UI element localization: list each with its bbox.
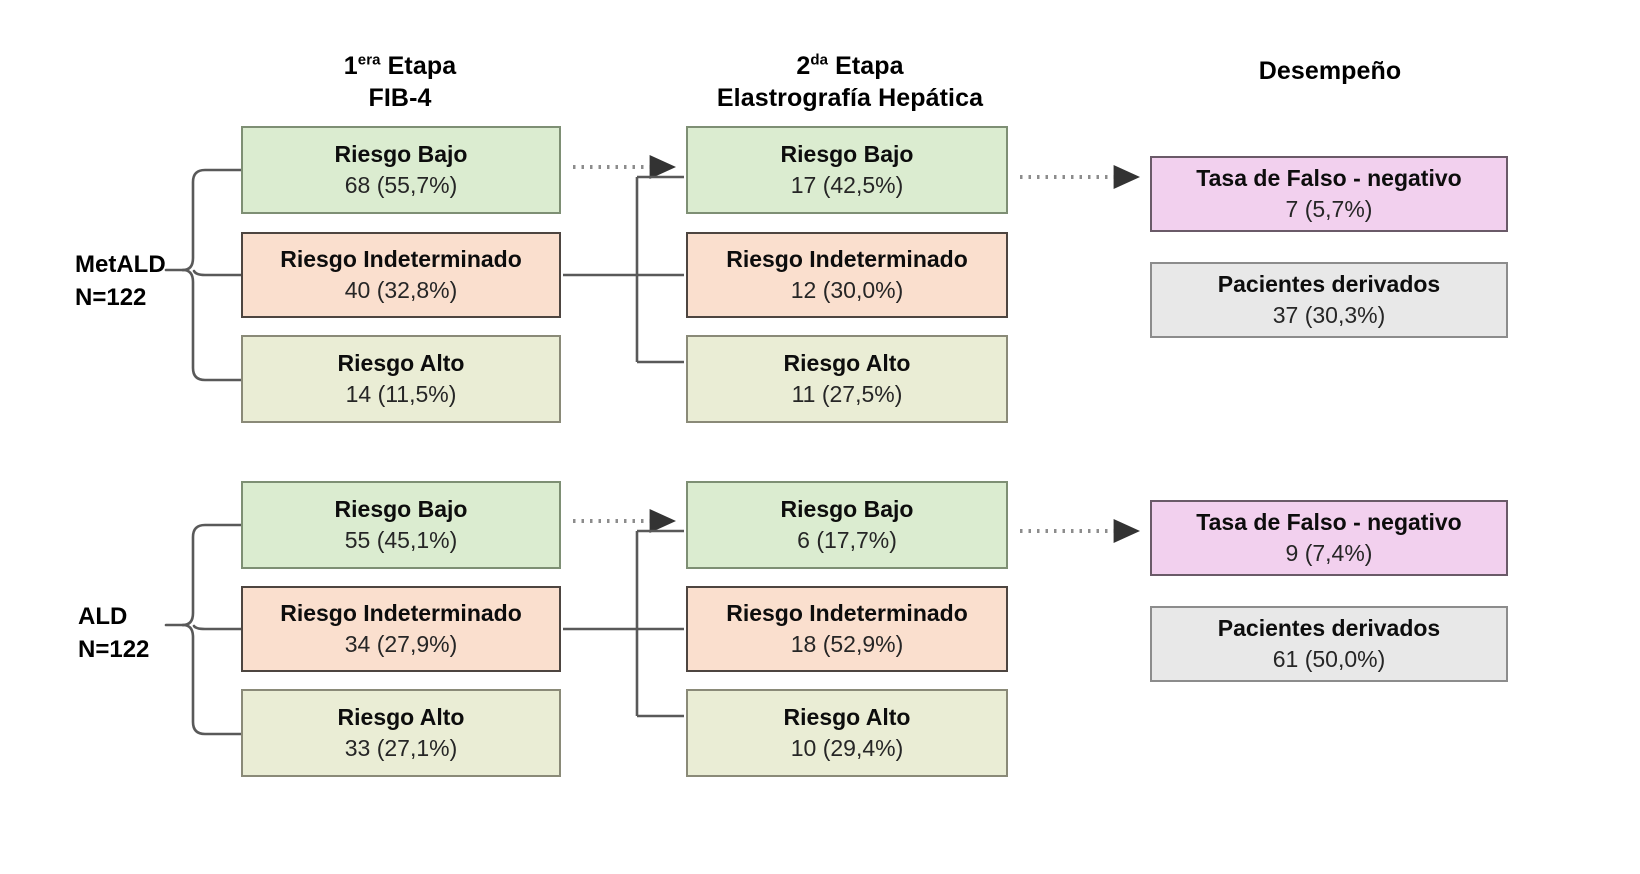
- group-metald-count: N=122: [75, 284, 147, 312]
- box-value: 55 (45,1%): [344, 527, 458, 554]
- box-title: Pacientes derivados: [1217, 270, 1441, 297]
- box-value: 7 (5,7%): [1285, 196, 1373, 223]
- box-ald-stage1-riesgo-alto[interactable]: Riesgo Alto 33 (27,1%): [241, 689, 561, 777]
- box-value: 61 (50,0%): [1272, 646, 1386, 673]
- column-header-stage1: 1era Etapa FIB-4: [180, 50, 620, 114]
- box-metald-stage1-riesgo-alto[interactable]: Riesgo Alto 14 (11,5%): [241, 335, 561, 423]
- box-title: Tasa de Falso - negativo: [1196, 164, 1462, 191]
- box-title: Pacientes derivados: [1217, 614, 1441, 641]
- group-label-ald: ALD N=122: [78, 600, 149, 666]
- box-ald-stage2-riesgo-alto[interactable]: Riesgo Alto 10 (29,4%): [686, 689, 1008, 777]
- box-title: Riesgo Alto: [337, 349, 465, 376]
- box-title: Riesgo Bajo: [780, 495, 914, 522]
- split-metald-indeterminado: [563, 175, 684, 364]
- box-value: 11 (27,5%): [791, 381, 903, 408]
- box-title: Riesgo Alto: [337, 703, 465, 730]
- box-value: 33 (27,1%): [344, 735, 458, 762]
- group-ald-count: N=122: [78, 636, 150, 664]
- box-ald-stage1-riesgo-indeterminado[interactable]: Riesgo Indeterminado 34 (27,9%): [241, 586, 561, 672]
- box-title: Riesgo Indeterminado: [726, 599, 968, 626]
- group-ald-name: ALD: [78, 603, 128, 630]
- box-title: Riesgo Bajo: [780, 140, 914, 167]
- box-title: Tasa de Falso - negativo: [1196, 508, 1462, 535]
- box-metald-tasa-falso-negativo[interactable]: Tasa de Falso - negativo 7 (5,7%): [1150, 156, 1508, 232]
- box-value: 37 (30,3%): [1272, 302, 1386, 329]
- brace-metald: [164, 168, 243, 382]
- box-value: 40 (32,8%): [344, 277, 458, 304]
- box-ald-tasa-falso-negativo[interactable]: Tasa de Falso - negativo 9 (7,4%): [1150, 500, 1508, 576]
- box-metald-stage1-riesgo-bajo[interactable]: Riesgo Bajo 68 (55,7%): [241, 126, 561, 214]
- header-stage2-line1: 2da Etapa: [796, 51, 904, 80]
- box-metald-stage2-riesgo-alto[interactable]: Riesgo Alto 11 (27,5%): [686, 335, 1008, 423]
- box-value: 14 (11,5%): [345, 381, 457, 408]
- box-metald-stage1-riesgo-indeterminado[interactable]: Riesgo Indeterminado 40 (32,8%): [241, 232, 561, 318]
- box-title: Riesgo Alto: [783, 703, 911, 730]
- box-metald-pacientes-derivados[interactable]: Pacientes derivados 37 (30,3%): [1150, 262, 1508, 338]
- box-title: Riesgo Indeterminado: [280, 245, 522, 272]
- box-value: 68 (55,7%): [344, 172, 458, 199]
- box-metald-stage2-riesgo-indeterminado[interactable]: Riesgo Indeterminado 12 (30,0%): [686, 232, 1008, 318]
- box-value: 10 (29,4%): [790, 735, 904, 762]
- box-value: 12 (30,0%): [790, 277, 904, 304]
- box-title: Riesgo Indeterminado: [280, 599, 522, 626]
- box-value: 18 (52,9%): [790, 631, 904, 658]
- box-value: 6 (17,7%): [797, 527, 897, 554]
- box-metald-stage2-riesgo-bajo[interactable]: Riesgo Bajo 17 (42,5%): [686, 126, 1008, 214]
- box-title: Riesgo Alto: [783, 349, 911, 376]
- box-value: 34 (27,9%): [344, 631, 458, 658]
- box-title: Riesgo Bajo: [334, 140, 468, 167]
- box-ald-stage1-riesgo-bajo[interactable]: Riesgo Bajo 55 (45,1%): [241, 481, 561, 569]
- header-stage1-line1: 1era Etapa: [343, 51, 457, 80]
- box-title: Riesgo Indeterminado: [726, 245, 968, 272]
- box-ald-stage2-riesgo-indeterminado[interactable]: Riesgo Indeterminado 18 (52,9%): [686, 586, 1008, 672]
- box-ald-stage2-riesgo-bajo[interactable]: Riesgo Bajo 6 (17,7%): [686, 481, 1008, 569]
- box-value: 9 (7,4%): [1285, 540, 1373, 567]
- header-stage2-line2: Elastrografía Hepática: [716, 84, 984, 112]
- column-header-stage2: 2da Etapa Elastrografía Hepática: [640, 50, 1060, 114]
- header-stage1-line2: FIB-4: [368, 84, 432, 112]
- header-performance-line1: Desempeño: [1258, 57, 1402, 85]
- box-title: Riesgo Bajo: [334, 495, 468, 522]
- split-ald-indeterminado: [563, 529, 684, 718]
- column-header-performance: Desempeño: [1130, 55, 1530, 87]
- box-value: 17 (42,5%): [790, 172, 904, 199]
- box-ald-pacientes-derivados[interactable]: Pacientes derivados 61 (50,0%): [1150, 606, 1508, 682]
- group-label-metald: MetALD N=122: [75, 248, 166, 314]
- brace-ald: [164, 523, 243, 736]
- group-metald-name: MetALD: [75, 251, 166, 278]
